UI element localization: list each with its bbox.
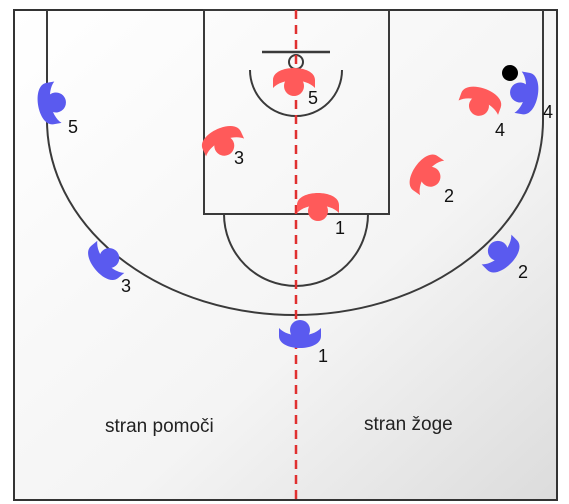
defense-player-4-icon	[510, 71, 539, 115]
defense-player-4-number: 4	[543, 102, 553, 122]
offense-player-1-number: 1	[335, 218, 345, 238]
player-head	[290, 320, 310, 340]
defense-player-5-number: 5	[68, 117, 78, 137]
offense-player-2-number: 2	[444, 186, 454, 206]
defense-player-2-number: 2	[518, 262, 528, 282]
defense-player-1-icon	[279, 320, 321, 348]
player-head	[308, 201, 328, 221]
players-layer: 1 2 3 4 5 1 2 3 4 5	[37, 68, 553, 366]
offense-player-1-icon	[297, 193, 339, 221]
player-shoulders	[481, 234, 520, 273]
offense-player-3-icon	[202, 126, 245, 157]
offense-player-3-number: 3	[234, 148, 244, 168]
offense-player-2-icon	[409, 154, 445, 196]
player-head	[420, 166, 441, 187]
help-side-label: stran pomoči	[105, 416, 214, 437]
offense-player-4-number: 4	[495, 120, 505, 140]
player-head	[214, 135, 235, 156]
defense-player-3-number: 3	[121, 276, 131, 296]
offense-player-5-icon	[273, 68, 315, 96]
player-head	[99, 248, 120, 269]
defense-player-3-icon	[88, 240, 125, 280]
defense-player-1-number: 1	[318, 346, 328, 366]
player-shoulders	[88, 240, 125, 280]
player-head	[45, 92, 66, 113]
defense-player-5-icon	[37, 81, 66, 125]
offense-player-4-icon	[458, 86, 502, 116]
defense-player-2-icon	[481, 234, 520, 273]
player-head	[510, 82, 531, 103]
player-head	[487, 240, 508, 261]
player-shoulders	[409, 154, 445, 196]
player-shoulders	[202, 126, 245, 157]
player-shoulders	[458, 86, 502, 115]
player-head	[468, 95, 489, 116]
offense-player-5-number: 5	[308, 88, 318, 108]
player-head	[284, 76, 304, 96]
ball-side-label: stran žoge	[364, 414, 453, 435]
ball-icon	[502, 65, 518, 81]
